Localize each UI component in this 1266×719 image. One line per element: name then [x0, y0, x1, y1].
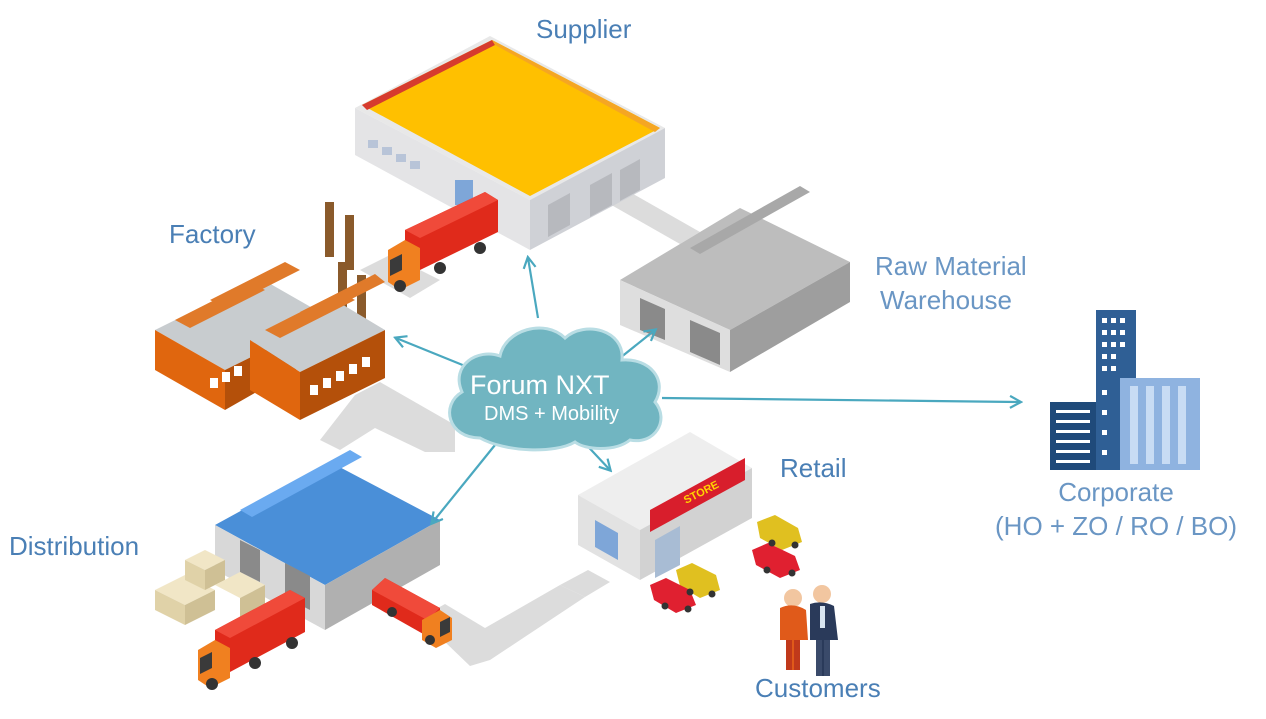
label-corporate-line2: (HO + ZO / RO / BO)	[995, 511, 1237, 541]
road-retail-link	[560, 570, 610, 597]
corporate-buildings	[1050, 310, 1200, 470]
truck-distribution-right	[372, 578, 452, 648]
hub-title: Forum NXT	[470, 370, 610, 400]
arrow-to-factory	[396, 338, 471, 370]
retail-store-building: STORE	[578, 432, 752, 580]
hub-cloud	[448, 326, 663, 452]
customers-people	[780, 585, 838, 676]
label-raw-material-line1: Raw Material	[875, 251, 1027, 281]
road-factory-distribution	[320, 382, 455, 452]
label-factory: Factory	[169, 219, 256, 249]
arrow-to-distribution	[432, 444, 496, 523]
label-raw-material-line2: Warehouse	[880, 285, 1012, 315]
road-distribution-retail	[420, 585, 585, 666]
truck-distribution-left	[198, 590, 305, 690]
cargo-boxes	[155, 550, 265, 625]
arrow-to-corporate	[661, 398, 1020, 402]
label-corporate-line1: Corporate	[1058, 477, 1174, 507]
label-customers: Customers	[755, 673, 881, 703]
factory-building	[155, 202, 385, 420]
raw-material-warehouse-building	[620, 186, 850, 372]
label-supplier: Supplier	[536, 14, 632, 44]
supplier-building	[355, 36, 665, 250]
arrow-to-supplier	[528, 258, 540, 319]
parked-cars	[650, 515, 802, 613]
hub-subtitle: DMS + Mobility	[484, 403, 620, 425]
label-retail: Retail	[780, 453, 847, 483]
label-distribution: Distribution	[9, 531, 140, 561]
truck-supplier	[388, 192, 498, 292]
